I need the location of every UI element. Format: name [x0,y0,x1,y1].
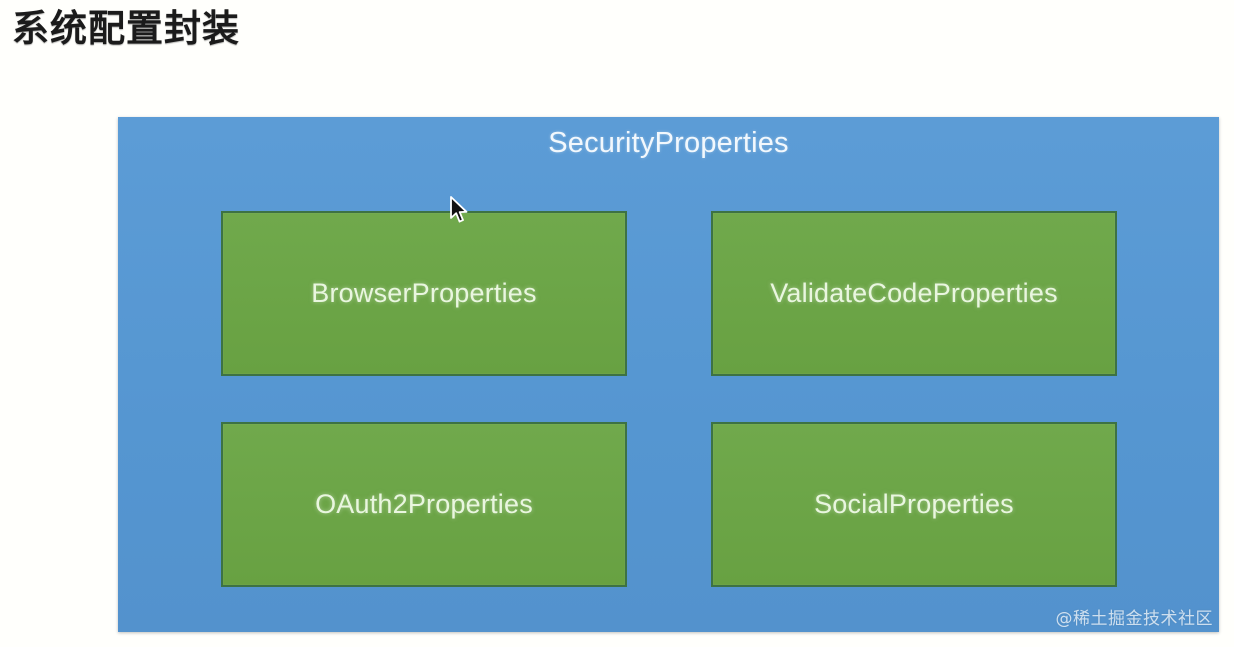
properties-box-browser[interactable]: BrowserProperties [221,211,627,376]
properties-box-social[interactable]: SocialProperties [711,422,1117,587]
page-title: 系统配置封装 [12,7,240,50]
properties-box-label: OAuth2Properties [315,489,533,519]
container-title-label: SecurityProperties [548,127,789,159]
watermark-text: @稀土掘金技术社区 [1055,609,1213,629]
properties-box-label: SocialProperties [814,489,1014,519]
properties-box-label: ValidateCodeProperties [770,278,1058,308]
security-properties-container: SecurityProperties BrowserProperties Val… [118,117,1219,632]
properties-box-label: BrowserProperties [311,278,537,308]
properties-box-grid: BrowserProperties ValidateCodeProperties… [221,211,1117,587]
properties-box-validate-code[interactable]: ValidateCodeProperties [711,211,1117,376]
properties-box-oauth2[interactable]: OAuth2Properties [221,422,627,587]
